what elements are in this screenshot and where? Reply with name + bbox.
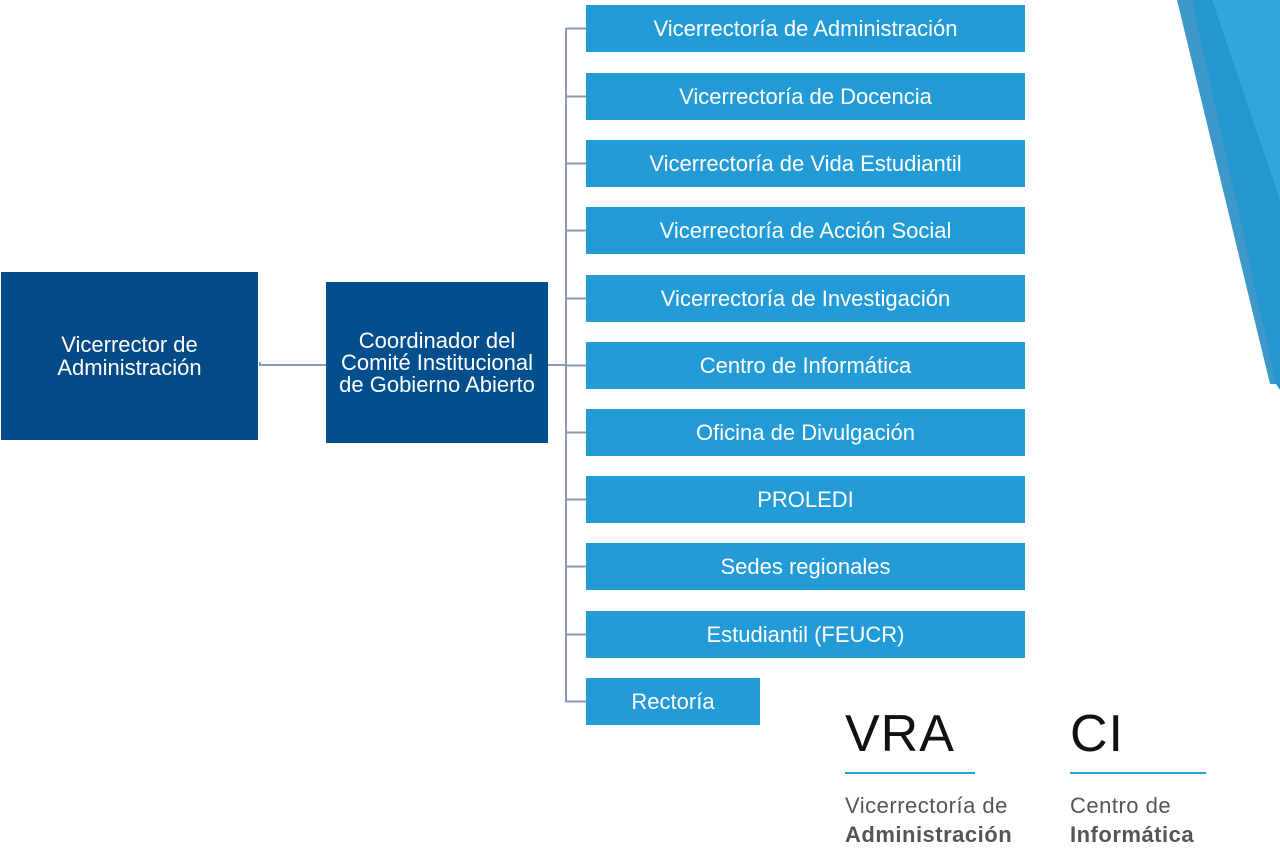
vra-logo-line1: Vicerrectoría de bbox=[845, 793, 1008, 818]
ci-logo-rule bbox=[1070, 772, 1206, 774]
unit-node: Oficina de Divulgación bbox=[586, 409, 1025, 456]
unit-node: Centro de Informática bbox=[586, 342, 1025, 389]
vra-logo: VRA Vicerrectoría de Administración bbox=[845, 705, 1012, 848]
vra-logo-line2: Administración bbox=[845, 822, 1013, 847]
root-node-label: Vicerrector de Administración bbox=[57, 332, 202, 380]
ci-logo-acronym: CI bbox=[1070, 705, 1124, 763]
unit-node-label: Estudiantil (FEUCR) bbox=[706, 621, 905, 647]
ci-logo-line2: Informática bbox=[1070, 822, 1195, 847]
unit-node-label: Centro de Informática bbox=[699, 352, 912, 378]
unit-node: Rectoría bbox=[586, 678, 760, 725]
unit-node-label: Vicerrectoría de Vida Estudiantil bbox=[649, 150, 962, 176]
unit-node: Vicerrectoría de Acción Social bbox=[586, 207, 1025, 254]
coordinator-node-label: Coordinador del Comité Institucional de … bbox=[339, 327, 535, 397]
unit-node: Vicerrectoría de Vida Estudiantil bbox=[586, 140, 1025, 187]
root-to-coordinator-connector bbox=[259, 362, 326, 366]
unit-node-label: Vicerrectoría de Acción Social bbox=[659, 217, 952, 243]
unit-node-label: Vicerrectoría de Administración bbox=[653, 15, 958, 41]
unit-node-label: Vicerrectoría de Docencia bbox=[679, 83, 932, 109]
unit-node-label: Vicerrectoría de Investigación bbox=[660, 285, 951, 311]
ci-logo: CI Centro de Informática bbox=[1070, 708, 1206, 848]
unit-node: Sedes regionales bbox=[586, 543, 1025, 590]
ci-logo-line1: Centro de bbox=[1070, 793, 1172, 818]
unit-node-label: Rectoría bbox=[631, 688, 715, 714]
coordinator-node: Coordinador del Comité Institucional de … bbox=[326, 282, 548, 443]
unit-node: PROLEDI bbox=[586, 476, 1025, 523]
vra-logo-rule bbox=[845, 772, 975, 774]
unit-node: Vicerrectoría de Investigación bbox=[586, 275, 1025, 322]
root-node: Vicerrector de Administración bbox=[1, 272, 258, 440]
unit-node: Estudiantil (FEUCR) bbox=[586, 611, 1025, 658]
vra-logo-acronym: VRA bbox=[845, 705, 955, 763]
unit-node-label: PROLEDI bbox=[757, 486, 854, 512]
unit-node-label: Sedes regionales bbox=[720, 553, 891, 579]
unit-node-label: Oficina de Divulgación bbox=[696, 419, 915, 445]
unit-node: Vicerrectoría de Docencia bbox=[586, 73, 1025, 120]
unit-node: Vicerrectoría de Administración bbox=[586, 5, 1025, 52]
